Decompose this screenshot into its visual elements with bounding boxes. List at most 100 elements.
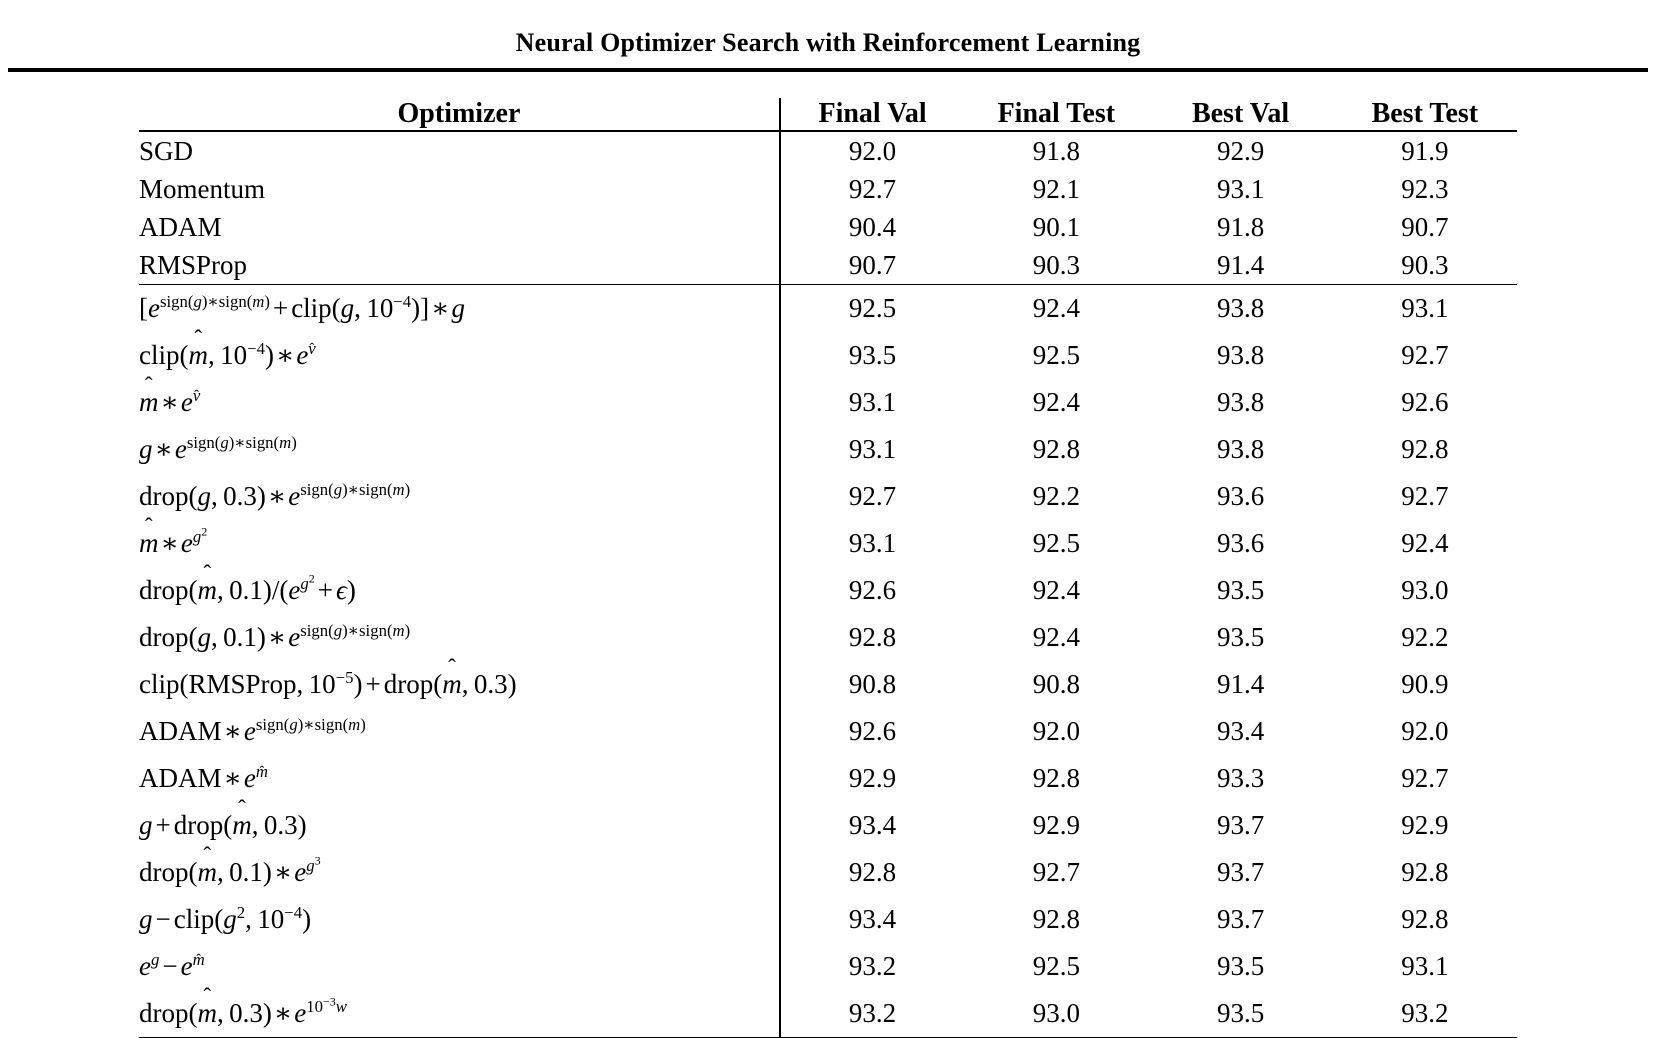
cell-final-val: 92.0: [848, 135, 897, 166]
cell-best-test: 93.0: [1401, 575, 1449, 605]
cell-final-test: 92.4: [1032, 622, 1080, 652]
cell-final-val: 92.8: [848, 622, 897, 652]
cell-final-test: 92.4: [1032, 575, 1080, 605]
cell-best-val: 93.5: [1148, 990, 1333, 1038]
cell-optimizer: g∗esign(g)∗sign(m): [139, 426, 781, 473]
header-rule: [8, 68, 1648, 72]
cell-final-test: 90.1: [1032, 211, 1080, 242]
cell-optimizer: drop(g, 0.3)∗esign(g)∗sign(m): [139, 473, 781, 520]
cell-best-test: 92.8: [1401, 904, 1449, 934]
cell-best-test: 90.7: [1401, 211, 1449, 242]
formula-expression: m̂∗eg2: [139, 524, 208, 559]
cell-optimizer: g−clip(g2, 10−4): [139, 896, 781, 943]
cell-best-test: 93.1: [1401, 951, 1449, 981]
cell-best-val: 93.5: [1216, 575, 1265, 605]
cell-final-test: 92.5: [1032, 528, 1080, 558]
cell-best-test: 90.3: [1332, 246, 1517, 285]
formula-expression: g−clip(g2, 10−4): [139, 903, 312, 935]
cell-final-test: 90.3: [964, 246, 1149, 285]
cell-final-test: 92.7: [1032, 857, 1080, 887]
table-row: clip(m̂, 10−4)∗ev̂ 93.5 92.5 93.8 92.7: [139, 332, 1517, 379]
formula-expression: clip(m̂, 10−4)∗ev̂: [139, 339, 316, 371]
cell-final-test: 90.8: [1032, 669, 1080, 699]
cell-final-test: 92.5: [1032, 951, 1080, 981]
cell-final-test: 93.0: [964, 990, 1149, 1038]
cell-final-val: 93.2: [779, 990, 965, 1038]
cell-final-test: 92.2: [1032, 481, 1080, 511]
cell-optimizer: RMSProp: [139, 246, 781, 285]
cell-final-val: 90.8: [848, 669, 897, 699]
formula-expression: drop(m̂, 0.3)∗e10−3w: [139, 994, 347, 1029]
cell-best-test: 92.8: [1401, 857, 1449, 887]
cell-final-val: 90.7: [779, 246, 965, 285]
results-table: Optimizer Final Val Final Test Best Val …: [139, 98, 1517, 1038]
formula-expression: g+drop(m̂, 0.3): [139, 810, 307, 841]
formula-expression: [esign(g)∗sign(m)+clip(g, 10−4)]∗g: [139, 292, 465, 324]
cell-best-val: 93.4: [1216, 716, 1265, 746]
running-head: Neural Optimizer Search with Reinforceme…: [515, 28, 1141, 57]
cell-final-val: 93.1: [848, 387, 897, 417]
table-row: SGD 92.0 91.8 92.9 91.9: [139, 131, 1517, 170]
cell-optimizer: drop(m̂, 0.1)∗eg3: [139, 849, 781, 896]
cell-optimizer: SGD: [139, 131, 781, 170]
table-row: RMSProp 90.7 90.3 91.4 90.3: [139, 246, 1517, 285]
cell-best-val: 92.9: [1216, 135, 1265, 166]
cell-optimizer: ADAM∗esign(g)∗sign(m): [139, 708, 781, 755]
cell-best-val: 91.8: [1216, 211, 1265, 242]
results-table-wrap: Optimizer Final Val Final Test Best Val …: [0, 98, 1656, 1038]
cell-best-val: 93.5: [1216, 951, 1265, 981]
cell-final-test: 91.8: [1032, 135, 1080, 166]
table-row: ADAM∗esign(g)∗sign(m) 92.6 92.0 93.4 92.…: [139, 708, 1517, 755]
cell-best-val: 93.7: [1216, 904, 1265, 934]
cell-final-test: 92.8: [1032, 904, 1080, 934]
cell-best-val: 93.8: [1216, 387, 1265, 417]
cell-best-val: 93.6: [1216, 528, 1265, 558]
cell-final-val: 92.8: [848, 857, 897, 887]
cell-best-val: 91.4: [1216, 669, 1265, 699]
column-header-optimizer: Optimizer: [139, 98, 781, 132]
table-row: g−clip(g2, 10−4) 93.4 92.8 93.7 92.8: [139, 896, 1517, 943]
cell-best-test: 92.3: [1401, 173, 1449, 204]
cell-best-test: 92.7: [1401, 340, 1449, 370]
column-header-final-val: Final Val: [779, 98, 965, 132]
cell-final-test: 92.5: [1032, 340, 1080, 370]
cell-final-test: 92.8: [1032, 763, 1080, 793]
table-row: drop(m̂, 0.1)/(eg2+ϵ) 92.6 92.4 93.5 93.…: [139, 567, 1517, 614]
cell-best-test: 92.4: [1401, 528, 1449, 558]
cell-optimizer: drop(m̂, 0.3)∗e10−3w: [139, 990, 781, 1038]
cell-final-val: 93.1: [848, 528, 897, 558]
table-row: g+drop(m̂, 0.3) 93.4 92.9 93.7 92.9: [139, 802, 1517, 849]
cell-best-test: 92.6: [1401, 387, 1449, 417]
cell-best-val: 93.5: [1216, 622, 1265, 652]
cell-optimizer: drop(g, 0.1)∗esign(g)∗sign(m): [139, 614, 781, 661]
table-row: ADAM 90.4 90.1 91.8 90.7: [139, 208, 1517, 246]
cell-best-val: 93.8: [1216, 434, 1265, 464]
cell-optimizer: drop(m̂, 0.1)/(eg2+ϵ): [139, 567, 781, 614]
table-row: eg−em̂ 93.2 92.5 93.5 93.1: [139, 943, 1517, 990]
table-row: drop(g, 0.3)∗esign(g)∗sign(m) 92.7 92.2 …: [139, 473, 1517, 520]
cell-optimizer: ADAM: [139, 208, 781, 246]
cell-final-val: 92.6: [848, 716, 897, 746]
cell-optimizer: m̂∗ev̂: [139, 379, 781, 426]
cell-best-test: 91.9: [1401, 135, 1449, 166]
formula-expression: drop(m̂, 0.1)∗eg3: [139, 853, 321, 888]
cell-optimizer: clip(m̂, 10−4)∗ev̂: [139, 332, 781, 379]
column-header-best-val: Best Val: [1148, 98, 1333, 132]
cell-best-test: 92.2: [1401, 622, 1449, 652]
cell-best-test: 93.1: [1401, 293, 1449, 323]
cell-final-test: 92.1: [1032, 173, 1080, 204]
cell-best-val: 93.6: [1216, 481, 1265, 511]
column-header-final-test: Final Test: [964, 98, 1149, 132]
cell-final-test: 92.9: [1032, 810, 1080, 840]
cell-final-val: 93.5: [848, 340, 897, 370]
cell-optimizer: [esign(g)∗sign(m)+clip(g, 10−4)]∗g: [139, 284, 781, 332]
formula-expression: ADAM∗em̂: [139, 762, 268, 794]
cell-final-test: 92.8: [1032, 434, 1080, 464]
table-row: ADAM∗em̂ 92.9 92.8 93.3 92.7: [139, 755, 1517, 802]
cell-final-val: 90.4: [848, 211, 897, 242]
cell-best-val: 93.7: [1216, 810, 1265, 840]
cell-best-test: 90.9: [1401, 669, 1449, 699]
cell-final-val: 92.7: [848, 481, 897, 511]
cell-best-test: 92.8: [1401, 434, 1449, 464]
